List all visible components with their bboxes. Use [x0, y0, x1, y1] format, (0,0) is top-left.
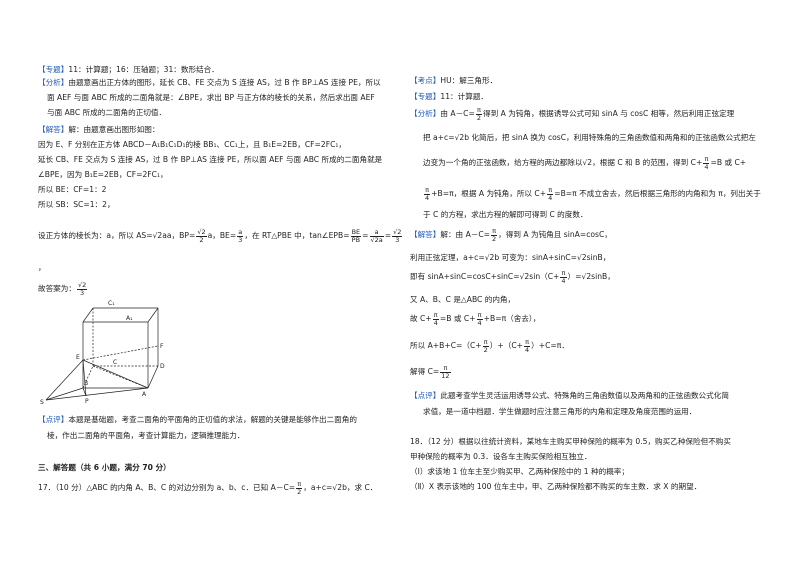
label-C1: C₁: [108, 300, 115, 307]
label-D: D: [160, 363, 165, 370]
label-P: P: [85, 398, 89, 405]
solution-line-4: ∠BPE，因为 B₁E=2EB，CF=2FC₁，: [38, 170, 168, 179]
q18-line-3: （Ⅰ）求该地 1 位车主至少购买甲、乙两种保险中的 1 种的概率；: [410, 467, 629, 476]
label-S: S: [40, 399, 44, 406]
analysis-line-1: 【分析】由题意画出正方体的图形，延长 CB、FE 交点为 S 连接 AS，过 B…: [38, 78, 381, 87]
r-analysis-line-2: 把 a+c=√2b 化简后，把 sinA 换为 cosC，利用特殊角的三角函数值…: [423, 133, 756, 142]
topic-line: 【专题】11：计算题；16：压轴题；31：数形结合．: [38, 65, 219, 74]
comment-tag: 【点评】: [38, 415, 69, 424]
r-topic-line: 【专题】11：计算题．: [410, 92, 489, 101]
analysis-line-3: 与面 ABC 所成的二面角的正切值．: [47, 108, 167, 117]
comma: ，: [38, 263, 46, 272]
comment-line-2: 棱，作出二面角的平面角，考查计算能力，逻辑推理能力．: [47, 431, 245, 440]
solution-tag: 【解答】: [38, 125, 69, 134]
question-17: 17．（10 分）△ABC 的内角 A、B、C 的对边分别为 a、b、c．已知 …: [38, 479, 378, 496]
r-solution-line-4: 又 A、B、C 是△ABC 的内角，: [410, 295, 516, 304]
label-C: C: [113, 359, 117, 366]
q18-line-4: （Ⅱ）X 表示该地的 100 位车主中，甲、乙两种保险都不购买的车主数．求 X …: [410, 482, 702, 491]
analysis-tag: 【分析】: [38, 78, 69, 87]
r-analysis-line-3: 边变为一个角的正弦函数，给方程的两边都除以√2，根据 C 和 B 的范围，得到 …: [423, 154, 747, 171]
solution-line-3: 延长 CB、FE 交点为 S 连接 AS，过 B 作 BP⊥AS 连接 PE，所…: [38, 155, 383, 164]
solution-line-1: 【解答】解：由题意画出图形如图：: [38, 125, 160, 134]
label-A1: A₁: [126, 315, 133, 322]
q18-line-2: 甲种保险的概率为 0.3．设各车主购买保险相互独立．: [410, 452, 592, 461]
r-comment-tag: 【点评】: [410, 391, 441, 400]
section-heading: 三、解答题（共 6 小题，满分 70 分）: [38, 463, 171, 472]
q18-line-1: 18．（12 分）根据以往统计资料，某地车主购买甲种保险的概率为 0.5，购买乙…: [410, 437, 731, 446]
topic-tag: 【专题】: [38, 65, 69, 74]
analysis-line-2: 面 AEF 与面 ABC 所成的二面角就是：∠BPE，求出 BP 与正方体的棱长…: [47, 93, 375, 102]
r-solution-line-2: 利用正弦定理，a+c=√2b 可变为：sinA+sinC=√2sinB，: [410, 253, 611, 262]
label-F: F: [160, 343, 164, 350]
kp-line: 【考点】HU：解三角形．: [410, 76, 498, 85]
solution-line-6: 所以 SB：SC=1：2，: [38, 200, 115, 209]
kp-tag: 【考点】: [410, 76, 441, 85]
r-topic-tag: 【专题】: [410, 92, 441, 101]
r-comment-line-1: 【点评】此题考查学生灵活运用诱导公式、特殊角的三角函数值以及两角和的正弦函数公式…: [410, 391, 729, 400]
solution-line-2: 因为 E、F 分别在正方体 ABCD－A₁B₁C₁D₁的棱 BB₁、CC₁上，且…: [38, 140, 347, 149]
label-E: E: [76, 354, 80, 361]
r-solution-tag: 【解答】: [410, 230, 441, 239]
comment-line-1: 【点评】本题是基础题，考查二面角的平面角的正切值的求法，解题的关键是能够作出二面…: [38, 415, 357, 424]
r-analysis-tag: 【分析】: [410, 109, 441, 118]
r-analysis-line-5: 于 C 的方程，求出方程的解即可得到 C 的度数．: [423, 210, 588, 219]
r-comment-line-2: 求值，是一道中档题．学生做题时应注意三角形的内角和定理及角度范围的运用．: [423, 407, 697, 416]
solution-line-5: 所以 BE：CF=1：2: [38, 185, 107, 194]
label-B: B: [84, 380, 88, 387]
label-A: A: [142, 391, 147, 398]
cube-figure: C₁ A₁ E C B A D F P S: [40, 300, 165, 406]
fraction: a√2a: [369, 227, 384, 244]
